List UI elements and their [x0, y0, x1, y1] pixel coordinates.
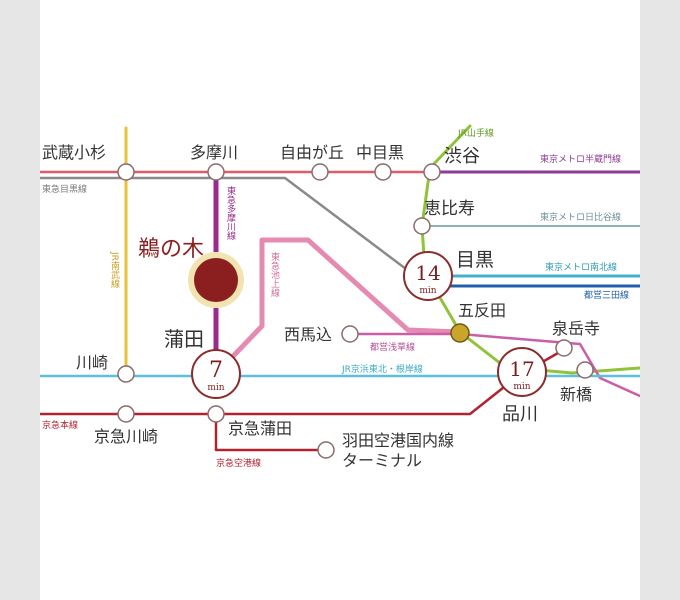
tokyu-ikegami-line: [213, 237, 463, 377]
keikyu-airport-line: [214, 412, 328, 452]
label-kawasaki: 川崎: [76, 353, 108, 372]
time-badge-meguro-unit: min: [419, 286, 436, 296]
label-gotanda: 五反田: [458, 301, 506, 320]
line-label-keikyu-airport: 京急空港線: [216, 457, 261, 469]
label-kamata: 蒲田: [164, 327, 204, 351]
line-label-hanzomon: 東京メトロ半蔵門線: [540, 153, 621, 165]
station-marker-keikyu-kawasaki: [117, 405, 135, 423]
line-label-keikyu-main: 京急本線: [42, 419, 78, 431]
station-markers: [117, 163, 594, 459]
station-marker-unoki: [194, 258, 238, 302]
station-marker-haneda: [317, 441, 335, 459]
station-marker-jiyugaoka: [311, 163, 329, 181]
station-marker-ebisu: [413, 217, 431, 235]
time-badge-meguro: 14 min: [403, 251, 453, 301]
time-badge-shinagawa-unit: min: [513, 382, 530, 392]
station-marker-shibuya: [423, 163, 441, 181]
label-nakameguro: 中目黒: [356, 143, 404, 162]
label-keikyu-kamata: 京急蒲田: [228, 419, 292, 438]
label-shinagawa: 品川: [502, 404, 538, 425]
line-label-yamanote: JR山手線: [457, 127, 494, 139]
line-label-tokyu-meguro: 東急目黒線: [42, 183, 87, 195]
time-badge-shinagawa-minutes: 17: [509, 357, 534, 381]
line-label-nambu: JR南武線: [109, 251, 120, 288]
station-marker-nakameguro: [374, 163, 392, 181]
route-map: 7 min 14 min 17 min 武蔵小杉 多摩川 自由が丘 中目黒 渋谷…: [40, 0, 640, 600]
label-unoki: 鵜の木: [138, 237, 204, 262]
label-tamagawa: 多摩川: [190, 143, 238, 162]
station-marker-shimbashi: [576, 361, 594, 379]
label-shimbashi: 新橋: [560, 385, 592, 404]
station-marker-kawasaki: [117, 365, 135, 383]
label-haneda-1: 羽田空港国内線: [342, 431, 454, 450]
station-marker-musashi-kosugi: [117, 163, 135, 181]
time-badge-shinagawa: 17 min: [497, 347, 547, 397]
line-label-asakusa: 都営浅草線: [370, 341, 415, 353]
label-sengakuji: 泉岳寺: [552, 319, 600, 338]
keikyu-main-line: [40, 347, 567, 416]
label-ebisu: 恵比寿: [424, 199, 475, 219]
station-marker-nishimagome: [341, 325, 359, 343]
station-marker-tamagawa: [207, 163, 225, 181]
line-labels: 東急目黒線 東京メトロ半蔵門線 東京メトロ日比谷線 東京メトロ南北線 都営三田線…: [42, 127, 629, 469]
label-keikyu-kawasaki: 京急川崎: [94, 427, 158, 446]
line-label-hibiya: 東京メトロ日比谷線: [540, 211, 621, 223]
station-marker-keikyu-kamata: [207, 405, 225, 423]
toei-asakusa-line: [348, 332, 640, 398]
station-marker-sengakuji: [555, 339, 573, 357]
time-badge-kamata-unit: min: [207, 383, 224, 393]
station-marker-gotanda: [450, 323, 470, 343]
line-label-ikegami: 東急池上線: [269, 251, 280, 297]
time-badge-meguro-minutes: 14: [415, 261, 440, 285]
line-label-namboku: 東京メトロ南北線: [545, 261, 617, 273]
station-labels: 武蔵小杉 多摩川 自由が丘 中目黒 渋谷 恵比寿 目黒 鵜の木 蒲田 五反田 泉…: [42, 143, 600, 470]
label-musashi-kosugi: 武蔵小杉: [42, 143, 106, 162]
label-jiyugaoka: 自由が丘: [280, 143, 344, 162]
label-nishimagome: 西馬込: [284, 325, 332, 344]
line-label-tamagawa: 東急多摩川線: [225, 185, 236, 240]
line-label-keihin-tohoku: JR京浜東北・根岸線: [341, 363, 423, 375]
time-badge-kamata: 7 min: [191, 349, 241, 399]
route-map-svg: 7 min 14 min 17 min 武蔵小杉 多摩川 自由が丘 中目黒 渋谷…: [40, 124, 640, 470]
line-label-mita: 都営三田線: [584, 289, 629, 301]
label-meguro: 目黒: [456, 249, 494, 271]
time-badge-kamata-minutes: 7: [209, 358, 223, 383]
label-haneda-2: ターミナル: [342, 451, 422, 470]
label-shibuya: 渋谷: [444, 146, 480, 167]
